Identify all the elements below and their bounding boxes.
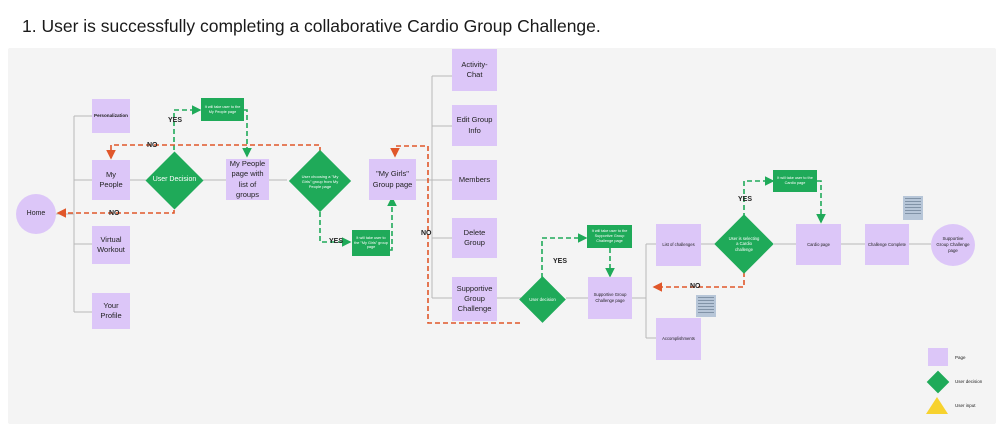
yes-edge-2 bbox=[319, 212, 352, 247]
challenge-complete-page[interactable]: Challenge Complete bbox=[865, 224, 909, 265]
delete-group-page[interactable]: Delete Group bbox=[452, 218, 497, 258]
no-label-2: NO bbox=[109, 210, 120, 217]
legend-input-swatch bbox=[926, 397, 948, 414]
yes-label-1: YES bbox=[168, 117, 183, 124]
legend-decision-swatch bbox=[926, 370, 950, 394]
note-cardio: It will take user to the Cardio page bbox=[773, 170, 817, 192]
activity-chat-page[interactable]: Activity-Chat bbox=[452, 49, 497, 91]
connector-sgc-page-tree bbox=[632, 243, 656, 339]
no-label-1: NO bbox=[147, 142, 158, 149]
no-edge-4 bbox=[652, 272, 745, 292]
user-decision-label: User Decision bbox=[152, 176, 197, 184]
yes-edge-3 bbox=[541, 233, 588, 278]
connector-home-tree bbox=[56, 115, 92, 313]
user-choosing-label: User choosing a "My Girls" group from My… bbox=[301, 173, 339, 189]
virtual-workout-page[interactable]: Virtual Workout bbox=[92, 226, 130, 264]
yes-label-2: YES bbox=[329, 238, 344, 245]
your-profile-page[interactable]: Your Profile bbox=[92, 293, 130, 329]
yes-edge-4 bbox=[743, 176, 775, 218]
personalization-page[interactable]: Personalization bbox=[92, 99, 130, 133]
yes-edge-2b bbox=[387, 196, 397, 251]
supportive-group-challenge-page[interactable]: Supportive Group Challenge bbox=[452, 277, 497, 321]
legend-decision-label: User decision bbox=[955, 379, 983, 384]
page-title: 1. User is successfully completing a col… bbox=[22, 16, 601, 36]
legend-page-swatch bbox=[928, 348, 948, 366]
supportive-complete-node[interactable]: Supportive Group Challenge page bbox=[931, 224, 975, 266]
no-edge-1 bbox=[106, 144, 321, 160]
selecting-cardio-label: User is selecting a Cardio challenge bbox=[728, 236, 760, 252]
edit-group-info-page[interactable]: Edit Group Info bbox=[452, 105, 497, 146]
my-people-groups-page[interactable]: My People page with list of groups bbox=[226, 159, 269, 200]
sticky-note-2 bbox=[903, 196, 923, 220]
sticky-note-1 bbox=[696, 295, 716, 317]
members-page[interactable]: Members bbox=[452, 160, 497, 200]
connector-group-tree bbox=[416, 75, 452, 299]
no-label-3: NO bbox=[421, 230, 432, 237]
my-people-page[interactable]: My People bbox=[92, 160, 130, 200]
no-label-4: NO bbox=[690, 283, 701, 290]
user-choosing-diamond[interactable]: User choosing a "My Girls" group from My… bbox=[287, 149, 353, 213]
home-node[interactable]: Home bbox=[16, 194, 56, 234]
my-girls-group-page[interactable]: "My Girls" Group page bbox=[369, 159, 416, 200]
yes-edge-1b bbox=[242, 109, 252, 158]
yes-label-3: YES bbox=[553, 258, 568, 265]
list-of-challenges-page[interactable]: List of challenges bbox=[656, 224, 701, 266]
supportive-challenge-page[interactable]: Supportive Group Challenge page bbox=[588, 277, 632, 319]
legend-input-label: User input bbox=[955, 403, 976, 408]
no-edge-3 bbox=[390, 145, 520, 324]
yes-edge-1 bbox=[173, 105, 202, 158]
yes-edge-4b bbox=[816, 180, 826, 224]
user-decision-2-label: User decision bbox=[529, 296, 556, 302]
user-decision-2-diamond[interactable]: User decision bbox=[519, 276, 566, 323]
user-decision-diamond[interactable]: User Decision bbox=[145, 151, 204, 210]
note-my-girls: It will take user to the "My Girls" grou… bbox=[352, 230, 390, 256]
note-my-people: It will take user to the My People page bbox=[201, 98, 244, 121]
accomplishments-page[interactable]: Accomplishments bbox=[656, 318, 701, 360]
note-supportive: It will take user to the Supportive Grou… bbox=[587, 225, 632, 248]
cardio-page[interactable]: Cardio page bbox=[796, 224, 841, 265]
yes-label-4: YES bbox=[738, 196, 753, 203]
selecting-cardio-diamond[interactable]: User is selecting a Cardio challenge bbox=[714, 214, 774, 274]
legend-page-label: Page bbox=[955, 355, 966, 360]
